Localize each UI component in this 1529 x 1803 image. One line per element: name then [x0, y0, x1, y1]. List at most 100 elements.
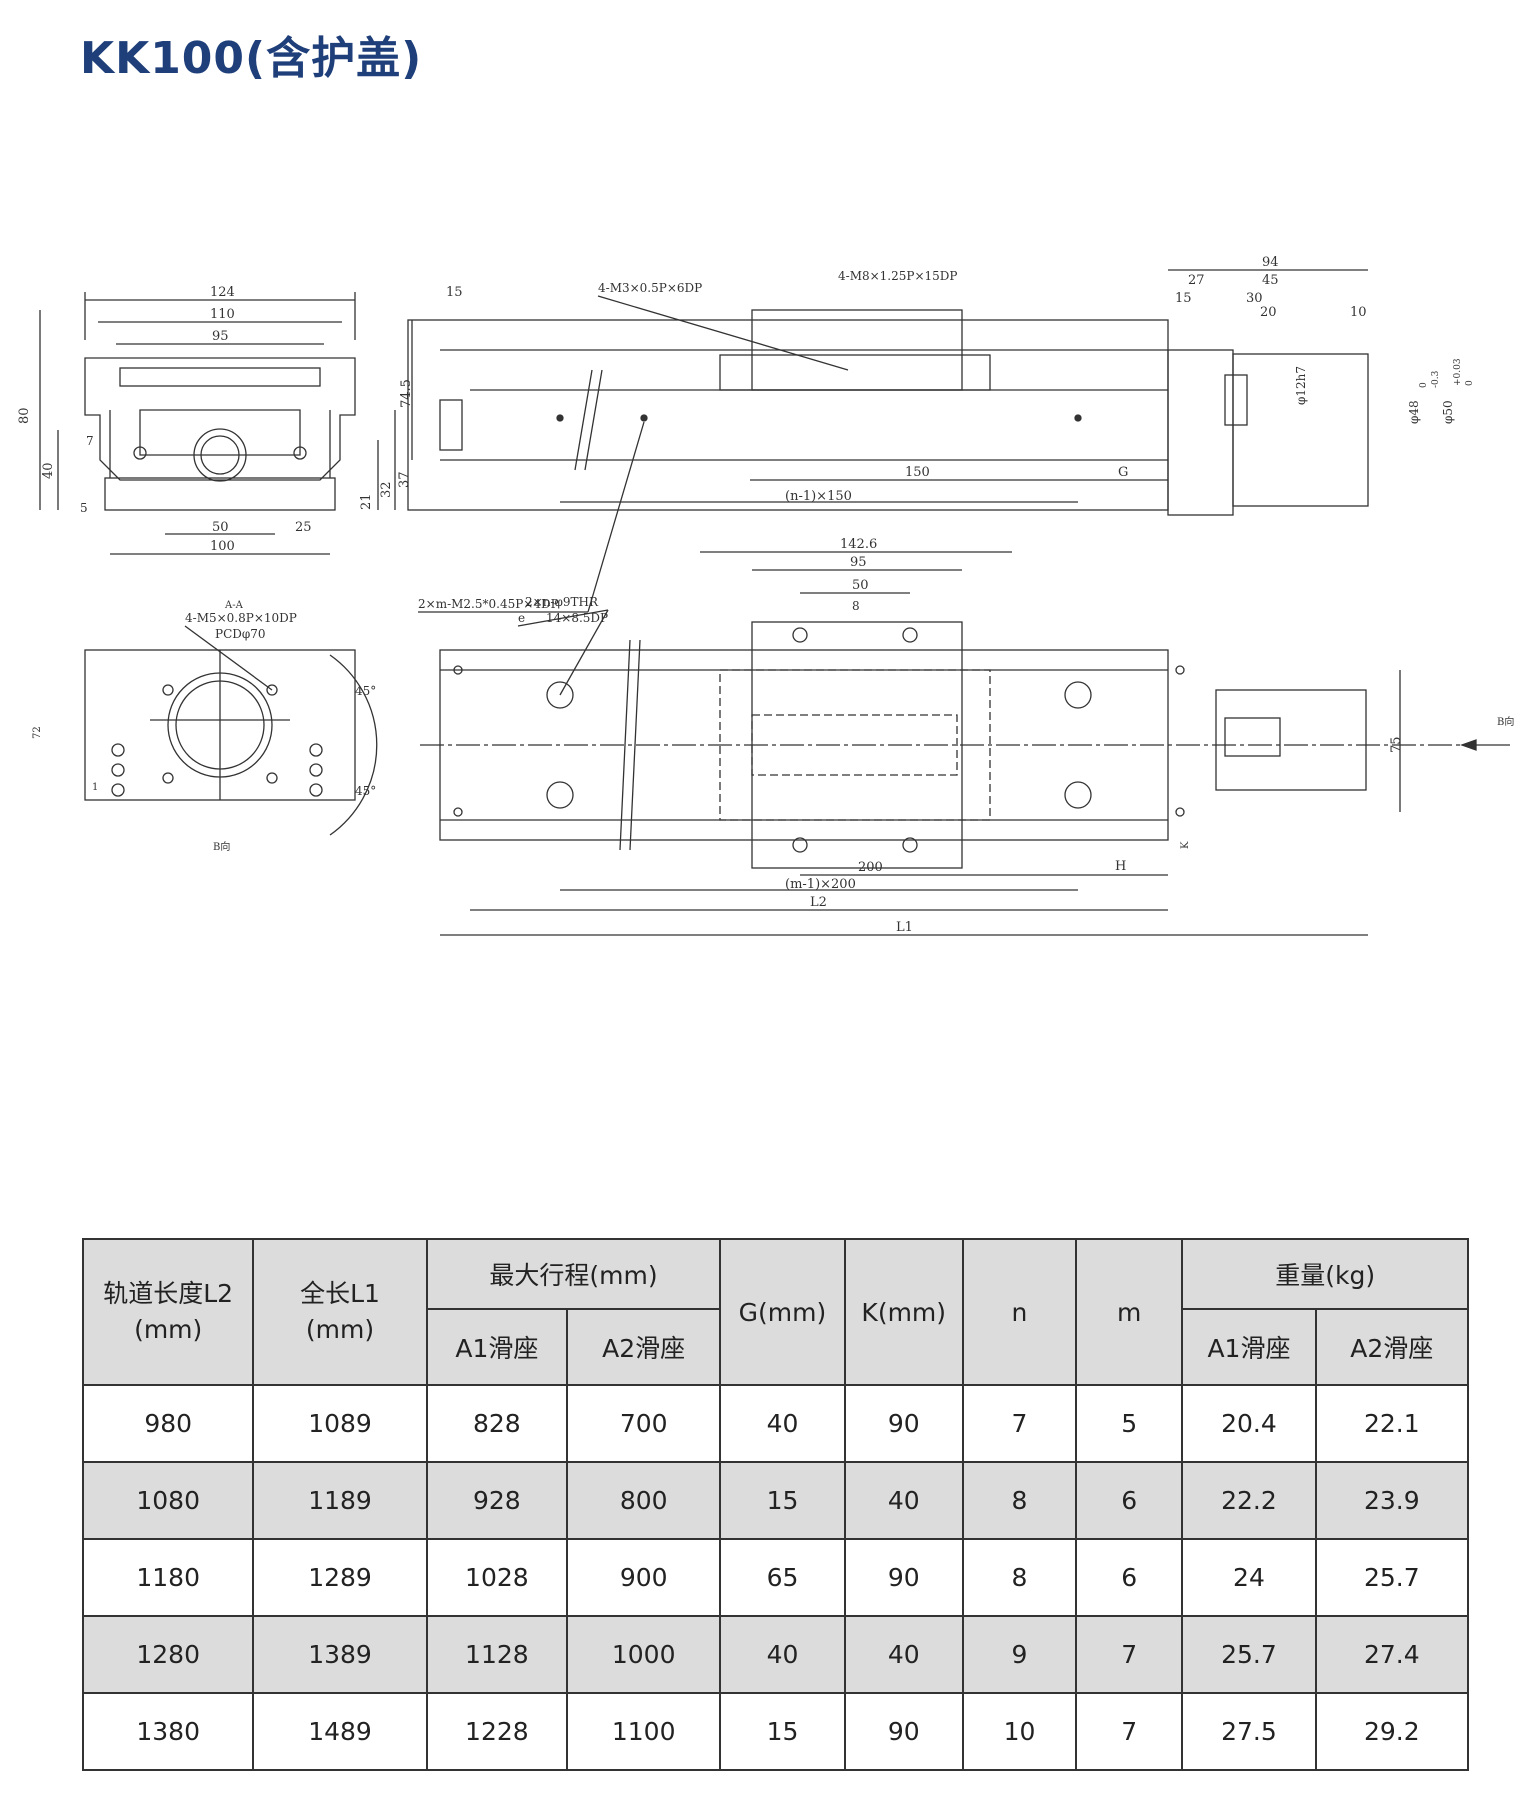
- header-weight-a2: A2滑座: [1314, 1308, 1470, 1386]
- label-b-direction: B向: [1497, 715, 1514, 728]
- dim-45: 45: [1262, 273, 1279, 288]
- cell-m: 5: [1075, 1384, 1184, 1463]
- dim-74-5: 74.5: [399, 379, 414, 408]
- note-e: e: [518, 611, 525, 625]
- dim-45deg-top: 45°: [355, 684, 376, 698]
- dim-phi50-tol-upper: +0.03: [1453, 358, 1463, 386]
- cell-weight-a2: 23.9: [1314, 1461, 1470, 1540]
- cell-n: 8: [961, 1461, 1078, 1540]
- dim-phi50-tol-lower: 0: [1465, 380, 1475, 386]
- dim-k: K: [1180, 841, 1191, 849]
- cell-g: 65: [719, 1538, 846, 1617]
- dim-8-top: 8: [852, 599, 860, 613]
- cell-weight-a1: 27.5: [1181, 1692, 1317, 1771]
- note-14x8-5dp: 14×8.5DP: [546, 611, 608, 625]
- spec-table: 轨道长度L2(mm) 全长L1(mm) 最大行程(mm) G(mm) K(mm)…: [81, 1238, 1470, 1771]
- header-total-length: 全长L1(mm): [252, 1238, 428, 1386]
- dim-40: 40: [41, 462, 56, 479]
- cell-weight-a1: 20.4: [1181, 1384, 1317, 1463]
- cell-k: 90: [843, 1692, 964, 1771]
- cell-weight-a1: 22.2: [1181, 1461, 1317, 1540]
- dim-150: 150: [905, 465, 930, 480]
- cell-n: 8: [961, 1538, 1078, 1617]
- dim-50-top: 50: [852, 578, 869, 593]
- note-2xn-phi9: 2×n-φ9THR: [525, 595, 599, 609]
- cell-stroke-a2: 800: [566, 1461, 722, 1540]
- dim-80: 80: [17, 407, 32, 424]
- dim-m-1x200: (m-1)×200: [785, 877, 856, 892]
- cell-weight-a2: 27.4: [1314, 1615, 1470, 1694]
- dim-phi50: φ50: [1441, 400, 1455, 424]
- top-view: 142.6 95 50 8 200 (m-1)×200 L2 L1 H 75 K…: [420, 537, 1514, 936]
- note-4-m3: 4-M3×0.5P×6DP: [598, 281, 702, 295]
- cell-rail-length: 980: [81, 1384, 255, 1463]
- header-n: n: [961, 1238, 1078, 1386]
- cell-stroke-a1: 928: [425, 1461, 569, 1540]
- dim-15-side: 15: [446, 285, 463, 300]
- header-weight: 重量(kg): [1181, 1238, 1469, 1310]
- dim-7: 7: [86, 434, 94, 448]
- cell-m: 6: [1075, 1461, 1184, 1540]
- cell-n: 9: [961, 1615, 1078, 1694]
- cell-k: 40: [843, 1615, 964, 1694]
- header-k: K(mm): [843, 1238, 964, 1386]
- cell-stroke-a2: 700: [566, 1384, 722, 1463]
- cell-g: 15: [719, 1461, 846, 1540]
- caption-aa: A-A: [224, 600, 244, 611]
- header-rail-length: 轨道长度L2(mm): [81, 1238, 255, 1386]
- dim-phi48: φ48: [1407, 400, 1421, 424]
- dim-20: 20: [1260, 305, 1277, 320]
- cell-n: 7: [961, 1384, 1078, 1463]
- dim-37: 37: [397, 471, 412, 488]
- dim-110: 110: [210, 307, 235, 322]
- cell-k: 90: [843, 1384, 964, 1463]
- cell-total-length: 1089: [252, 1384, 428, 1463]
- cell-g: 40: [719, 1384, 846, 1463]
- cell-stroke-a1: 1228: [425, 1692, 569, 1771]
- cell-stroke-a1: 828: [425, 1384, 569, 1463]
- cell-weight-a1: 24: [1181, 1538, 1317, 1617]
- dim-32: 32: [379, 481, 394, 498]
- end-view-b: 4-M5×0.8P×10DP PCDφ70 45° 45° 72 1 B向: [32, 611, 378, 853]
- caption-b: B向: [213, 840, 230, 853]
- dim-94: 94: [1262, 255, 1279, 270]
- header-weight-a1: A1滑座: [1181, 1308, 1317, 1386]
- dim-27: 27: [1188, 273, 1205, 288]
- cell-total-length: 1289: [252, 1538, 428, 1617]
- dim-10: 10: [1350, 305, 1367, 320]
- cell-stroke-a1: 1028: [425, 1538, 569, 1617]
- dim-50: 50: [212, 520, 229, 535]
- dim-phi48-tol-lower: -0.3: [1431, 370, 1441, 388]
- cell-g: 40: [719, 1615, 846, 1694]
- cell-rail-length: 1080: [81, 1461, 255, 1540]
- dim-30: 30: [1246, 291, 1263, 306]
- dim-45deg-bottom: 45°: [355, 784, 376, 798]
- cell-rail-length: 1380: [81, 1692, 255, 1771]
- header-stroke-a1: A1滑座: [425, 1308, 569, 1386]
- technical-drawing: 124 110 95 80 40 7 5 37 32 21 50 25 100 …: [0, 250, 1529, 1100]
- header-g: G(mm): [719, 1238, 846, 1386]
- cell-m: 7: [1075, 1692, 1184, 1771]
- header-m: m: [1075, 1238, 1184, 1386]
- dim-h: H: [1115, 859, 1126, 874]
- dim-100: 100: [210, 539, 235, 554]
- dim-72: 72: [32, 726, 43, 739]
- cell-stroke-a2: 1000: [566, 1615, 722, 1694]
- dim-l1: L1: [896, 920, 913, 935]
- note-2xm-m2-5: 2×m-M2.5*0.45P×4DP: [418, 597, 559, 611]
- dim-21: 21: [359, 493, 374, 510]
- cell-total-length: 1189: [252, 1461, 428, 1540]
- cell-total-length: 1489: [252, 1692, 428, 1771]
- page-title: KK100(含护盖): [80, 33, 423, 84]
- cell-weight-a2: 29.2: [1314, 1692, 1470, 1771]
- cell-stroke-a2: 900: [566, 1538, 722, 1617]
- dim-124: 124: [210, 285, 235, 300]
- cell-stroke-a1: 1128: [425, 1615, 569, 1694]
- cell-rail-length: 1180: [81, 1538, 255, 1617]
- cell-weight-a1: 25.7: [1181, 1615, 1317, 1694]
- dim-95-top: 95: [850, 555, 867, 570]
